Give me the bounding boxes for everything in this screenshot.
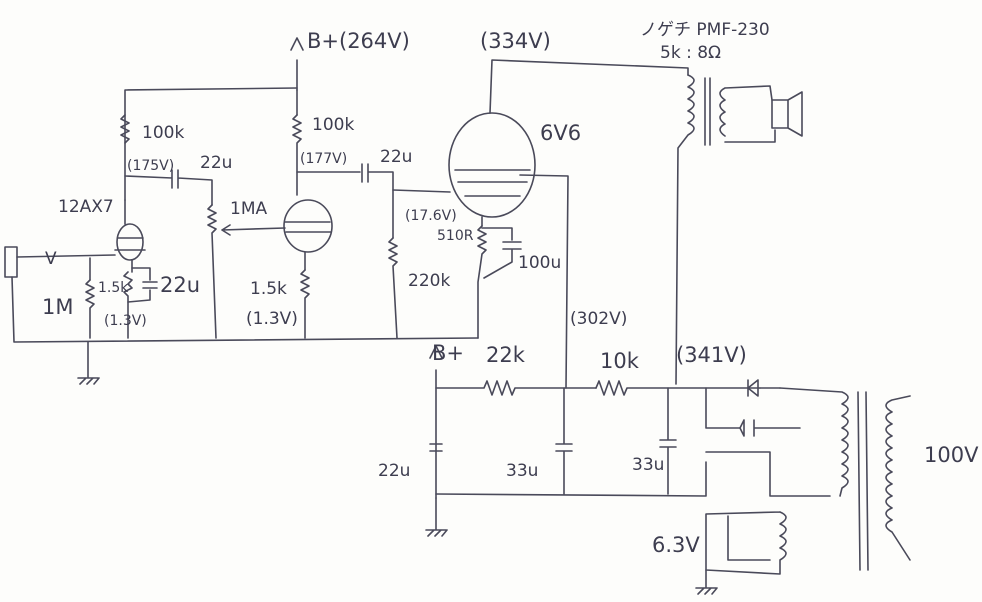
label-heater-6-3v: 6.3V <box>652 533 700 557</box>
label-c-22u-2: 22u <box>380 147 412 167</box>
label-c-100u: 100u <box>518 253 561 273</box>
label-bplus-top: B+(264V) <box>307 29 410 53</box>
input-jack <box>4 246 18 278</box>
output-transformer-primary <box>675 74 695 385</box>
resistor-510r <box>477 225 487 339</box>
coupling-cap-1 <box>124 169 213 206</box>
diode-1 <box>705 379 781 429</box>
ground-bus-top <box>11 276 479 343</box>
label-v-341: (341V) <box>676 343 747 367</box>
label-transformer-model: ノゲチ PMF-230 <box>640 20 770 40</box>
tube-12ax7-second <box>283 199 333 253</box>
label-c-22u-psu: 22u <box>378 461 410 481</box>
grid-wire-6v6 <box>392 189 451 193</box>
label-mains-100v: 100V <box>924 443 979 467</box>
plate-wire-1 <box>124 87 298 201</box>
label-v-1-3-1: (1.3V) <box>104 313 147 329</box>
label-r-510: 510R <box>437 228 474 244</box>
label-c-22u-3: 22u <box>160 273 200 297</box>
resistor-100k-1 <box>120 114 130 144</box>
ground-symbol-heater <box>695 569 718 595</box>
output-transformer-secondary <box>719 85 776 143</box>
cathode-cap-100u <box>481 227 522 279</box>
bplus-psu-arrow <box>429 345 443 499</box>
tube-12ax7-second-elements <box>284 221 332 271</box>
label-r-22k: 22k <box>486 343 526 367</box>
diode-2 <box>705 419 831 497</box>
label-v-1-3-2: (1.3V) <box>246 309 298 329</box>
cap-22u-psu <box>429 443 443 452</box>
label-c-33u-2: 33u <box>632 455 664 475</box>
psu-ground-bus <box>435 461 707 497</box>
screen-wire <box>519 174 569 389</box>
label-bplus-psu: B+ <box>432 341 464 365</box>
label-transformer-ratio: 5k : 8Ω <box>660 43 721 63</box>
power-transformer-secondary <box>779 387 849 497</box>
label-c-33u-1: 33u <box>506 461 538 481</box>
label-r-100k-2: 100k <box>312 115 354 135</box>
ground-symbol-input <box>77 341 100 385</box>
speaker-icon <box>771 91 803 137</box>
tube-6v6-elements <box>454 59 689 197</box>
coupling-cap-2 <box>296 163 394 239</box>
label-c-22u-1: 22u <box>200 153 232 173</box>
label-v-plate-6v6: (334V) <box>480 29 551 53</box>
resistor-1m <box>85 279 95 339</box>
resistor-220k <box>388 237 398 339</box>
tube-6v6 <box>448 112 536 218</box>
resistor-1-5k-1 <box>123 271 133 339</box>
bplus-arrow <box>290 37 304 91</box>
label-v-302: (302V) <box>570 309 627 329</box>
resistor-1-5k-2 <box>300 269 310 339</box>
resistor-10k <box>595 380 761 396</box>
pot-wiper <box>221 224 286 236</box>
label-v-177: (177V) <box>300 151 347 167</box>
output-transformer-core <box>704 77 711 146</box>
label-v-175: (175V) <box>127 158 174 174</box>
input-wire <box>16 254 116 258</box>
cap-33u-2 <box>659 387 677 495</box>
bypass-cap-22u <box>127 267 158 303</box>
power-transformer-core <box>857 391 869 571</box>
label-r-1-5k-2: 1.5k <box>250 279 287 299</box>
label-r-220k: 220k <box>408 271 450 291</box>
label-tube-12ax7: 12AX7 <box>58 197 114 217</box>
cap-33u-1 <box>555 387 573 495</box>
label-r-10k: 10k <box>600 349 640 373</box>
tube-12ax7-first <box>116 223 144 261</box>
tube-12ax7-first-elements <box>114 199 146 251</box>
resistor-100k-2 <box>292 114 302 196</box>
label-r-100k-1: 100k <box>142 123 184 143</box>
label-r-1m: 1M <box>42 295 73 319</box>
heater-winding <box>705 511 787 575</box>
potentiometer-1ma <box>207 204 217 339</box>
ground-symbol-psu <box>425 497 448 537</box>
label-input-v: V <box>45 249 57 269</box>
resistor-22k <box>435 380 597 396</box>
label-pot-1ma: 1MA <box>230 199 267 219</box>
power-transformer-primary <box>885 395 911 561</box>
label-r-1-5k-1: 1.5k <box>98 280 129 296</box>
label-tube-6v6: 6V6 <box>540 121 581 145</box>
label-v-176: (17.6V) <box>405 208 457 224</box>
